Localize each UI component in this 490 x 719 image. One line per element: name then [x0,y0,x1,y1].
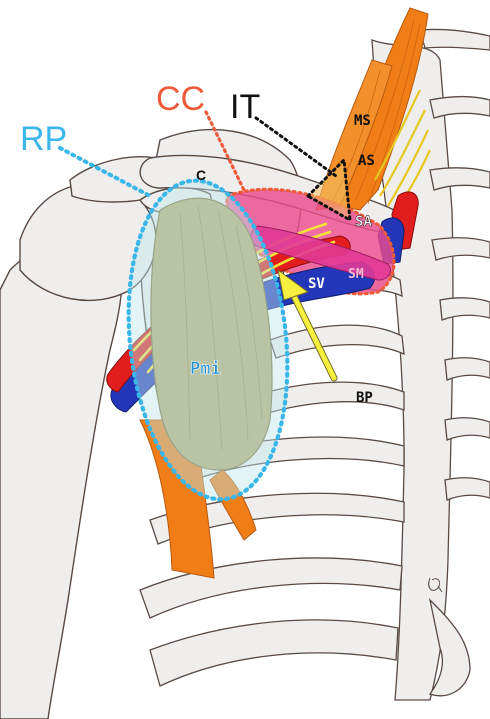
rib [440,298,490,320]
humerus [0,240,122,719]
rib [420,29,490,50]
label-sm: SM [348,267,364,282]
label-sv: SV [308,276,325,292]
rib [150,620,398,686]
label-ms: MS [354,113,371,129]
rib [430,168,490,190]
label-rp: RP [20,120,67,158]
label-as: AS [358,153,375,169]
label-sa: SA [355,214,372,230]
label-bp: BP [356,390,373,406]
rib [445,418,490,440]
rib [432,238,490,260]
label-cc: CC [156,80,205,118]
label-c: C [196,167,206,183]
rib [270,325,404,358]
rib [445,358,490,380]
label-it: IT [230,88,260,126]
rib [445,478,490,500]
label-pmi: Pmi [190,359,221,379]
rib [430,97,490,118]
